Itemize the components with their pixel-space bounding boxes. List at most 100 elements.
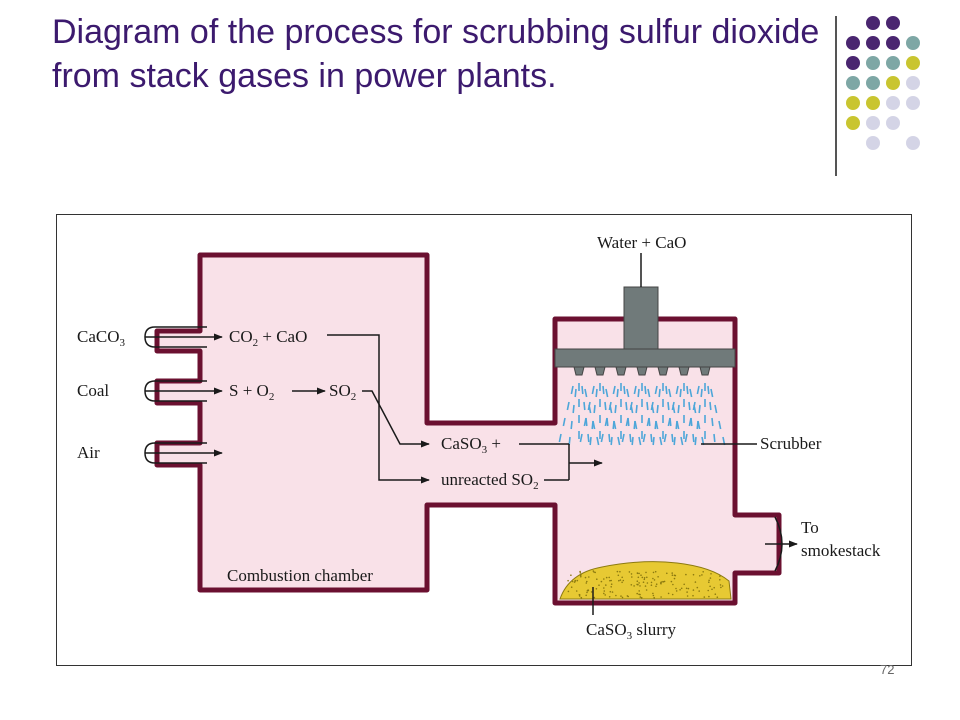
slide-title: Diagram of the process for scrubbing sul… [52,13,820,95]
spray-droplet [710,388,714,398]
spray-droplet [668,388,672,398]
slurry-speck [592,570,595,572]
slurry-speck [719,575,721,577]
slurry-speck [603,592,605,595]
spray-droplet [614,404,617,414]
spray-nozzle [678,366,690,376]
slurry-speck [609,590,612,593]
slurry-speck [621,581,623,584]
spray-droplet [587,433,590,443]
slurry-speck [617,574,620,577]
slurry-speck [605,576,608,579]
spray-droplet [663,433,667,443]
spray-droplet [579,433,583,443]
slurry-speck [619,579,622,581]
spray-droplet [709,401,712,411]
spray-nozzle [615,366,627,376]
spray-droplet [583,401,586,411]
slurry-speck [584,576,587,579]
slurry-speck [603,587,605,589]
slurry-speck [646,576,648,579]
spray-droplet [631,436,634,446]
spray-droplet [602,385,605,395]
spray-droplet [650,433,653,443]
decorative-dot [886,36,900,50]
decorative-dot [886,96,900,110]
so2-label: SO2 [329,381,356,403]
slurry-speck [596,578,598,580]
spray-droplet [644,385,647,395]
slurry-speck [608,576,610,579]
spray-nozzle [636,366,648,376]
decorative-dot [906,76,920,90]
spray-header [554,286,736,446]
spray-droplet [696,385,700,395]
caso3-slurry-label: CaSO3 slurry [586,620,677,642]
spray-droplet [675,385,679,395]
slurry-speck [660,582,662,585]
co2-cao-label: CO2 + CaO [229,327,307,349]
slurry-speck [616,570,619,573]
slurry-speck [580,596,583,599]
caso3-slurry-pile [559,561,732,600]
spray-droplet [654,420,657,430]
spray-nozzle [699,366,711,376]
slurry-speck [655,583,658,585]
slurry-speck [699,575,701,577]
spray-droplet [650,401,654,411]
slurry-speck [603,590,606,592]
spray-droplet [700,388,703,398]
spray-droplet [562,417,566,427]
slurry-speck [713,586,715,589]
slurry-speck [645,589,648,591]
slurry-speck [639,585,641,587]
slurry-speck [645,571,647,574]
spray-droplet [608,433,611,443]
decorative-dot [846,36,860,50]
decorative-dot [866,16,880,30]
slurry-speck [667,592,670,595]
decorative-dot [846,96,860,110]
slurry-speck [585,594,587,597]
slurry-speck [666,572,668,575]
spray-droplet [625,417,629,427]
slurry-speck [570,586,573,588]
slurry-speck [707,589,709,592]
slurry-speck [640,596,643,599]
spray-droplet [671,433,674,443]
slurry-speck [574,579,576,582]
slurry-speck [609,579,611,582]
slide-number: 72 [880,662,895,677]
slurry-speck [663,580,666,583]
slurry-speck [603,578,605,580]
spray-droplet [570,385,574,395]
spray-droplet [711,417,714,427]
spray-droplet [584,388,588,398]
slurry-speck [652,571,655,574]
slurry-speck [650,584,653,586]
spray-droplet [635,404,638,414]
slurry-speck [708,579,710,582]
slurry-speck [646,582,649,584]
spray-droplet [713,433,716,443]
slurry-speck [671,572,673,574]
spray-droplet [616,388,619,398]
slurry-speck [679,589,681,591]
slurry-speck [630,573,633,575]
spray-droplet [659,436,663,446]
slurry-speck [626,595,629,597]
spray-droplet [694,436,697,446]
spray-droplet [581,385,584,395]
s-o2-label: S + O2 [229,381,274,403]
slurry-speck [643,577,646,579]
spray-droplet [574,388,577,398]
spray-nozzle [594,366,606,376]
decorative-dot [866,76,880,90]
spray-droplet [714,404,718,414]
slurry-speck [720,586,722,589]
spray-droplet [570,420,573,430]
slurry-speck [643,578,646,581]
slurry-speck [708,581,710,583]
spray-droplets [558,383,726,446]
spray-droplet [637,388,640,398]
